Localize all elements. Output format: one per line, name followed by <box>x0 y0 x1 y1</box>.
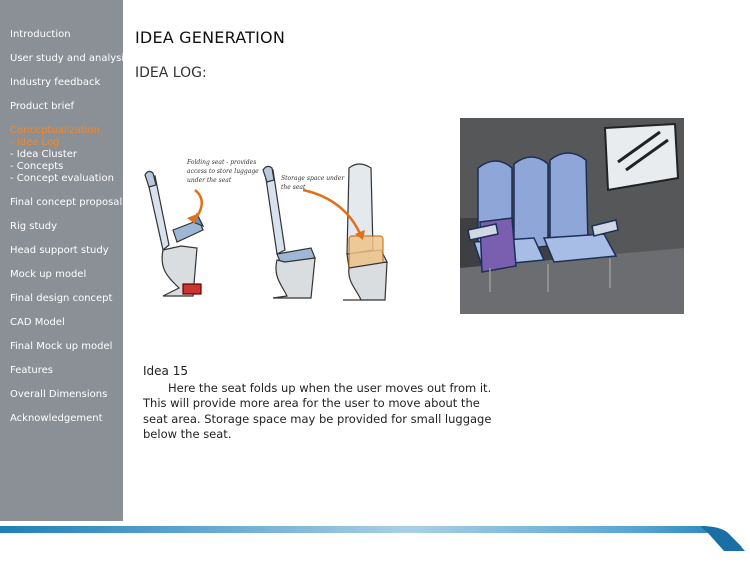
nav-item-user-study[interactable]: User study and analysis <box>10 53 130 64</box>
page-title: IDEA GENERATION <box>135 28 285 47</box>
nav-subitem-concepts[interactable]: - Concepts <box>10 161 64 172</box>
idea-description: Idea 15 Here the seat folds up when the … <box>143 364 503 443</box>
sidebar-nav: Introduction User study and analysis Ind… <box>0 0 129 527</box>
nav-item-introduction[interactable]: Introduction <box>10 29 71 40</box>
nav-item-industry-feedback[interactable]: Industry feedback <box>10 77 101 88</box>
callout-text-2: Storage space under the seat <box>281 175 346 191</box>
vehicle-interior-sketch <box>460 118 684 314</box>
nav-subitem-concept-evaluation[interactable]: - Concept evaluation <box>10 173 114 184</box>
idea-body: Here the seat folds up when the user mov… <box>143 380 492 442</box>
folding-seat-sketch: Folding seat - provides access to store … <box>144 159 388 301</box>
nav-item-overall-dimensions[interactable]: Overall Dimensions <box>10 389 108 400</box>
nav-item-product-brief[interactable]: Product brief <box>10 101 75 112</box>
nav-item-features[interactable]: Features <box>10 365 53 376</box>
nav-item-conceptualization[interactable]: Conceptualization <box>10 125 100 136</box>
nav-item-rig-study[interactable]: Rig study <box>10 221 57 232</box>
callout-text-1: Folding seat - provides access to store … <box>186 159 261 184</box>
page-subtitle: IDEA LOG: <box>135 65 207 81</box>
nav-item-acknowledgement[interactable]: Acknowledgement <box>10 413 103 424</box>
idea-title: Idea 15 <box>143 364 188 378</box>
nav-item-final-mock-up-model[interactable]: Final Mock up model <box>10 341 113 352</box>
nav-item-final-concept-proposal[interactable]: Final concept proposal <box>10 197 123 208</box>
nav-item-final-design-concept[interactable]: Final design concept <box>10 293 113 304</box>
nav-subitem-idea-log[interactable]: - Idea Log <box>10 137 60 148</box>
nav-subitem-idea-cluster[interactable]: - Idea Cluster <box>10 149 78 160</box>
nav-item-head-support-study[interactable]: Head support study <box>10 245 109 256</box>
nav-item-mock-up-model[interactable]: Mock up model <box>10 269 87 280</box>
nav-item-cad-model[interactable]: CAD Model <box>10 317 65 328</box>
footer-swoosh <box>0 521 750 563</box>
